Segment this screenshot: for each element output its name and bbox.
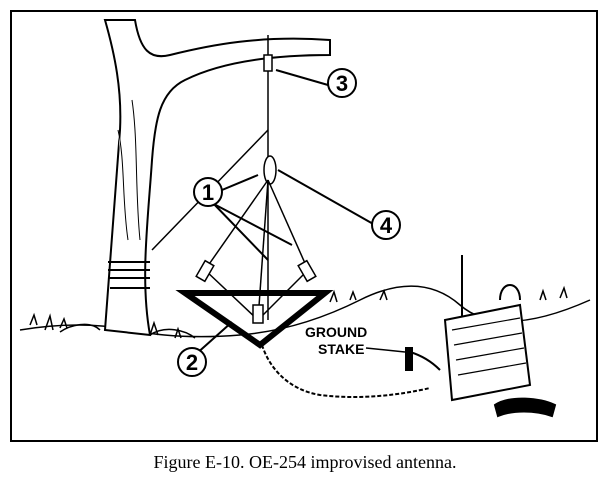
callout-leaders — [194, 69, 376, 356]
figure-frame — [10, 10, 598, 442]
callout-4-circle — [371, 210, 401, 240]
ground-stake-label-line1: GROUND — [305, 324, 367, 340]
radio-set-illustration — [443, 255, 532, 402]
callout-1-number: 1 — [202, 180, 214, 205]
tree-illustration — [59, 19, 331, 339]
ground-stake-illustration — [365, 347, 413, 371]
antenna-illustration: 3 1 4 2 GROUND STAKE — [19, 19, 591, 418]
callout-3-circle — [327, 68, 357, 98]
callout-3-number: 3 — [336, 71, 348, 96]
antenna-mast-illustration — [195, 155, 317, 324]
callouts — [177, 68, 401, 377]
ground-plane-frame — [175, 290, 334, 349]
callout-2-number: 2 — [186, 350, 198, 375]
callout-4-number: 4 — [380, 213, 393, 238]
callout-2-circle — [177, 347, 207, 377]
ground-stake-label-line2: STAKE — [318, 341, 364, 357]
handset-illustration — [493, 397, 557, 418]
callout-1-circle — [193, 177, 223, 207]
figure-caption: Figure E-10. OE-254 improvised antenna. — [153, 452, 457, 472]
